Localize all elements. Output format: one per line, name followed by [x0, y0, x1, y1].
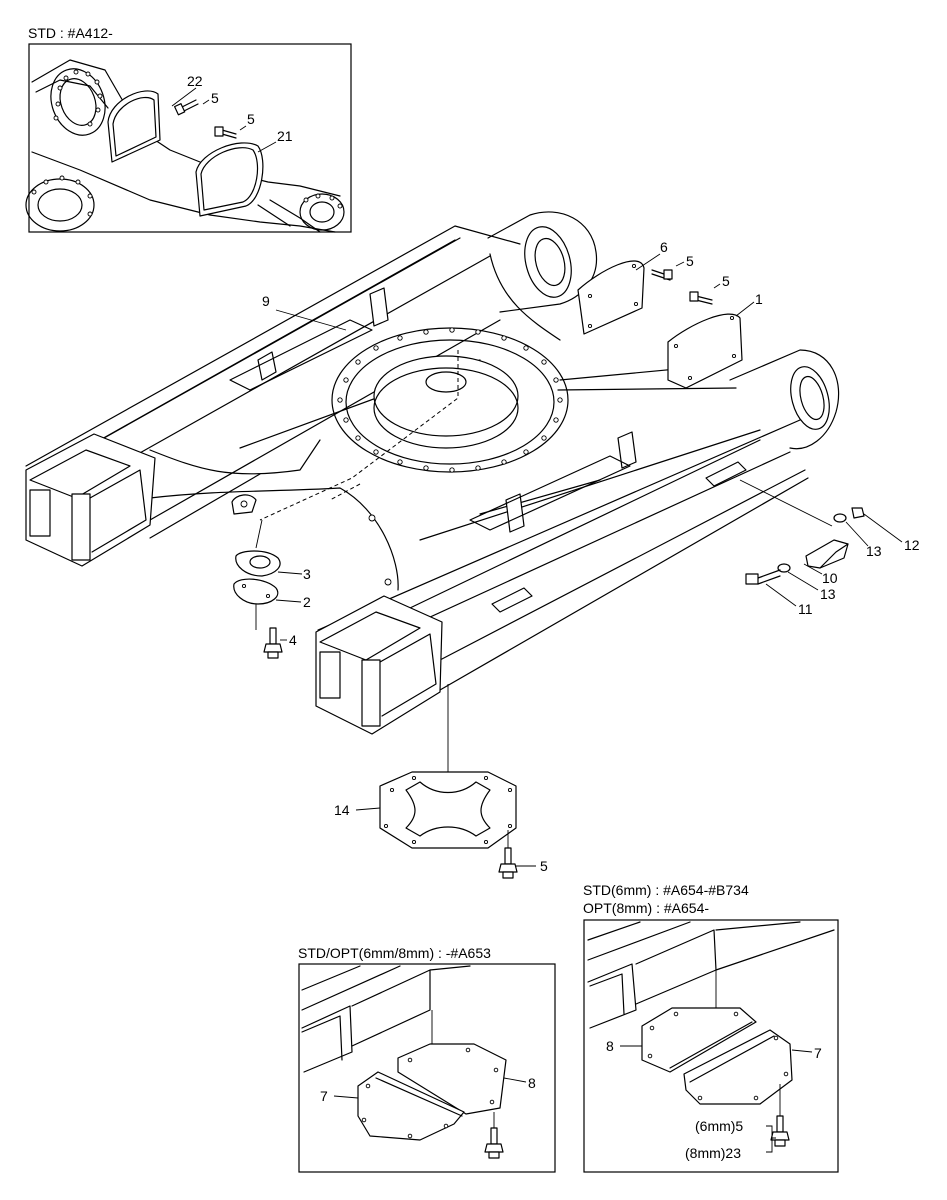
- callout-5-main-c: 5: [540, 858, 548, 874]
- callout-5-main-b: 5: [722, 273, 730, 289]
- callout-6mm-5: (6mm)5: [695, 1118, 743, 1134]
- callout-21: 21: [277, 128, 293, 144]
- callout-14: 14: [334, 802, 350, 818]
- callout-4: 4: [289, 632, 297, 648]
- main-frame-drawing: [25, 211, 840, 735]
- parts-2-3-4: [233, 519, 283, 659]
- callout-6: 6: [660, 239, 668, 255]
- inset-mid: [298, 963, 556, 1173]
- callout-12: 12: [904, 537, 920, 553]
- callout-5-inset-a: 5: [211, 90, 219, 106]
- callout-1: 1: [755, 291, 763, 307]
- callout-3: 3: [303, 566, 311, 582]
- inset-top-caption: STD : #A412-: [28, 25, 113, 41]
- callout-8-mid: 8: [528, 1075, 536, 1091]
- part-14-plate: [379, 684, 518, 879]
- inset-right: [583, 919, 839, 1173]
- callout-22: 22: [187, 73, 203, 89]
- callout-5-main-a: 5: [686, 253, 694, 269]
- inset-right-caption-line1: STD(6mm) : #A654-#B734: [583, 882, 749, 898]
- callout-13-upper: 13: [866, 543, 882, 559]
- inset-top-frame: [28, 43, 352, 233]
- callout-13-lower: 13: [820, 586, 836, 602]
- callout-11: 11: [798, 601, 813, 617]
- callout-2: 2: [303, 594, 311, 610]
- callout-7-mid: 7: [320, 1088, 328, 1104]
- bearing-bolt-holes: [337, 327, 563, 473]
- inset-mid-caption: STD/OPT(6mm/8mm) : -#A653: [298, 945, 491, 961]
- parts-10-13: [739, 479, 865, 585]
- callout-10: 10: [822, 570, 838, 586]
- inset-right-caption-line2: OPT(8mm) : #A654-: [583, 900, 709, 916]
- callout-9: 9: [262, 293, 270, 309]
- callout-8mm-23: (8mm)23: [685, 1145, 741, 1161]
- callout-5-inset-b: 5: [247, 111, 255, 127]
- callout-8-right: 8: [606, 1038, 614, 1054]
- inset-top: 22 5 5 21: [25, 43, 352, 233]
- callout-7-right: 7: [814, 1045, 822, 1061]
- inset-top-frame-drawing: [25, 59, 345, 233]
